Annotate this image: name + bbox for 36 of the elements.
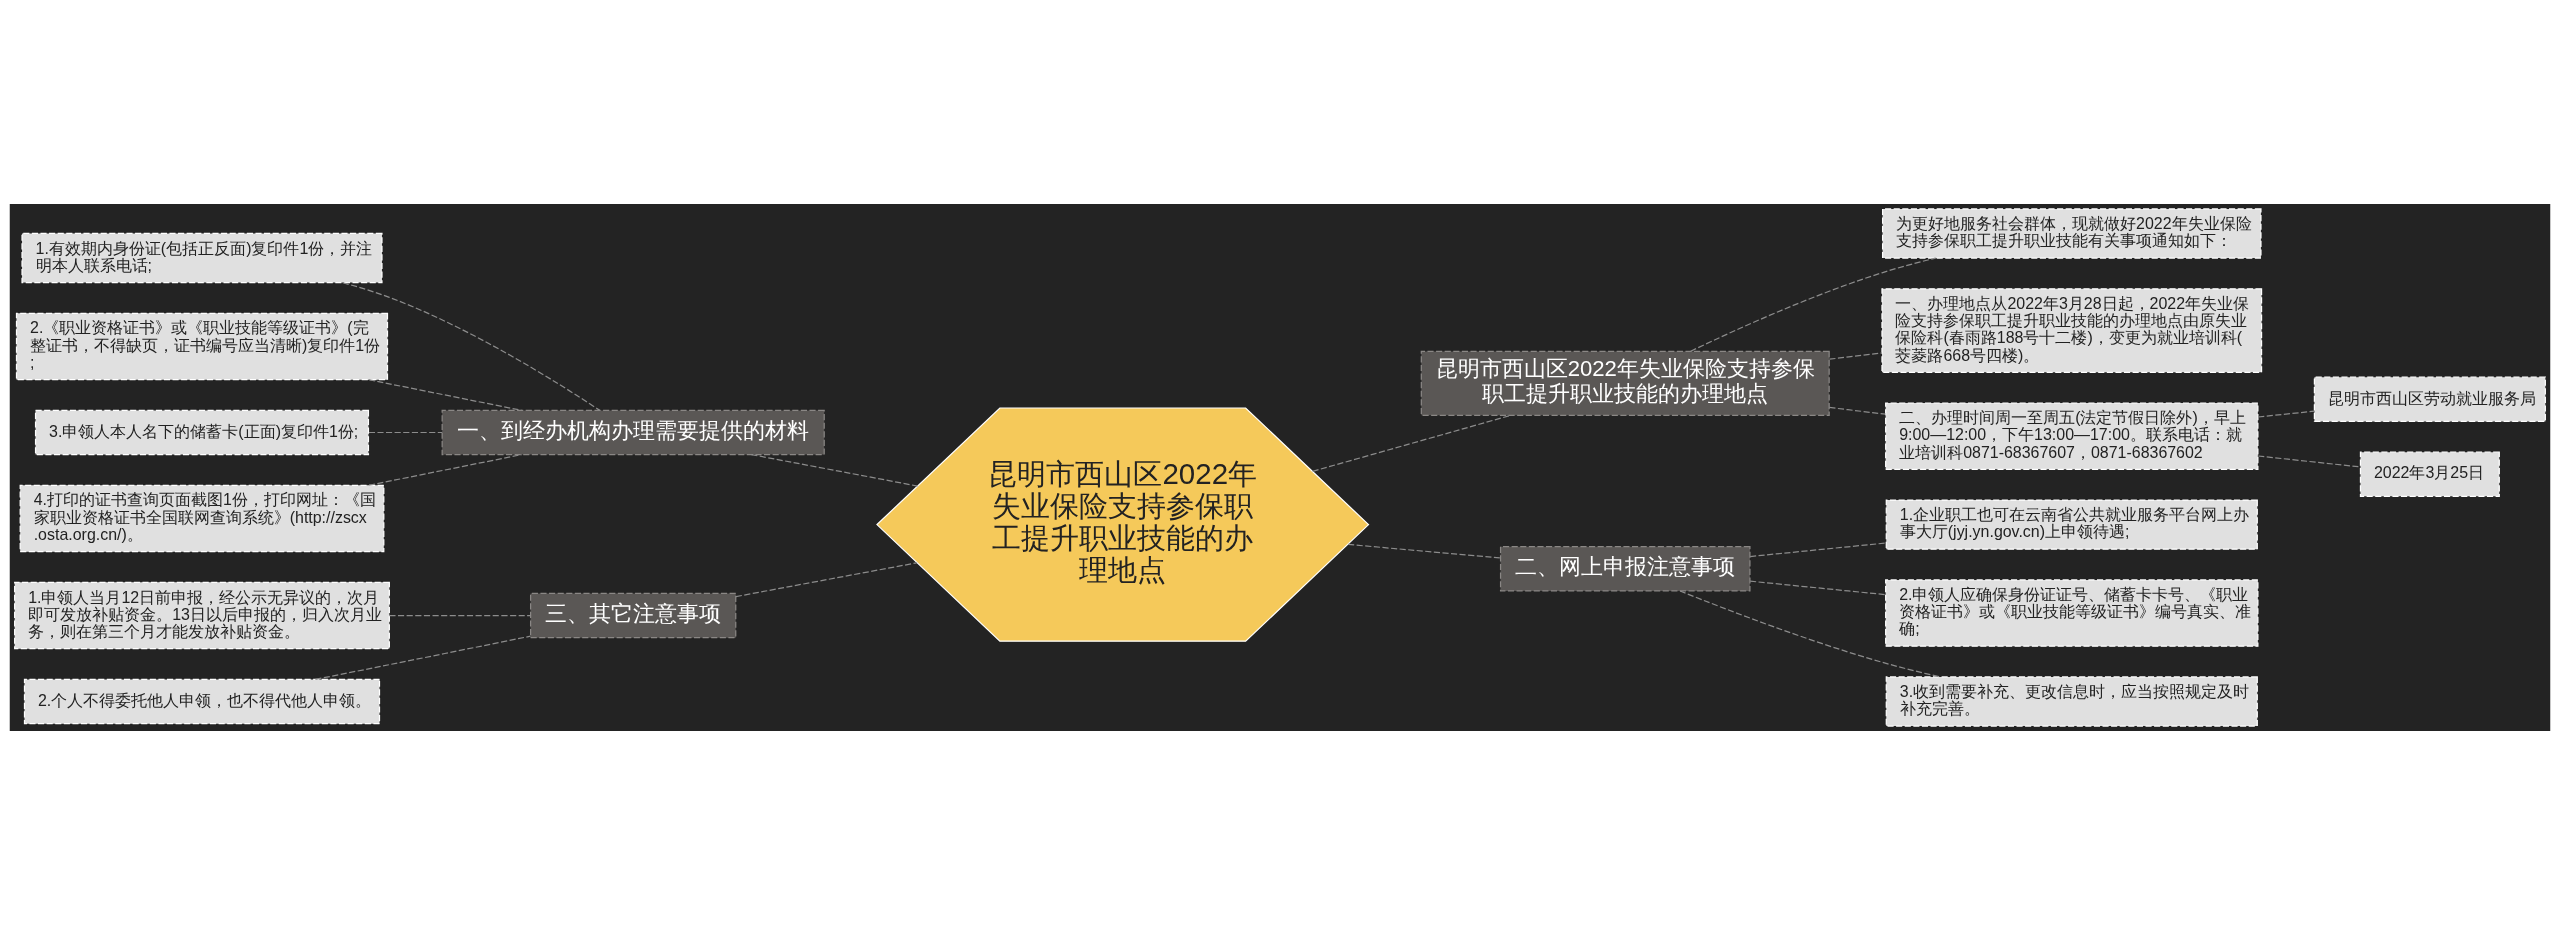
node-box: 一、到经办机构办理需要提供的材料 [441, 409, 825, 456]
node-box: 3.收到需要补充、更改信息时，应当按照规定及时补充完善。 [1885, 676, 2258, 727]
node-box: 一、办理地点从2022年3月28日起，2022年失业保险支持参保职工提升职业技能的办理地点由原失业保险科(春雨路188号十二楼)，变更为就业培训科(茭菱路668号四楼)。 [1881, 288, 2263, 373]
node-box: 1.企业职工也可在云南省公共就业服务平台网上办事大厅(jyj.yn.gov.cn)上申领待遇; [1885, 499, 2258, 550]
node-box: 4.打印的证书查询页面截图1份，打印网址：《国家职业资格证书全国联网查询系统》(http://zscx.osta.org.cn/)。 [19, 484, 385, 553]
node-box: 三、其它注意事项 [530, 592, 737, 639]
connector [1347, 543, 1501, 559]
node-box: 2.个人不得委托他人申领，也不得代他人申领。 [23, 678, 381, 725]
connector [1828, 352, 1883, 360]
node-box: 1.有效期内身份证(包括正反面)复印件1份，并注明本人联系电话; [21, 232, 383, 284]
connector [1749, 542, 1887, 558]
connector [368, 454, 523, 486]
connector [368, 379, 523, 411]
node-box: 为更好地服务社会群体，现就做好2022年失业保险支持参保职工提升职业技能有关事项通知如下： [1882, 208, 2262, 259]
connector [1690, 257, 1937, 352]
node-box: 2022年3月25日 [2359, 451, 2500, 497]
connector [2257, 410, 2315, 418]
node-box: 二、办理时间周一至周五(法定节假日除外)，早上9:00—12:00，下午13:00—17:00。联系电话：就业培训科0871-68367607，0871-68367602 [1885, 402, 2259, 470]
connector [1679, 590, 1941, 678]
connector [314, 635, 532, 680]
connector [735, 562, 918, 598]
connector [1749, 580, 1887, 596]
connector [1312, 414, 1512, 472]
connector [342, 282, 601, 411]
node-box: 2.《职业资格证书》或《职业技能等级证书》(完整证书，不得缺页，证书编号应当清晰)复印件1份; [15, 312, 389, 381]
node-box: 昆明市西山区2022年失业保险支持参保职工提升职业技能的办理地点 [1420, 350, 1830, 416]
connector [2257, 455, 2361, 468]
node-box: 1.申领人当月12日前申报，经公示无异议的，次月即可发放补贴资金。13日以后申报的，归入次月业务，则在第三个月才能发放补贴资金。 [14, 581, 390, 650]
connector [388, 614, 531, 617]
node-box: 3.申领人本人名下的储蓄卡(正面)复印件1份; [34, 409, 370, 456]
node-box: 昆明市西山区劳动就业服务局 [2313, 376, 2546, 423]
connector [1828, 406, 1887, 415]
connector [750, 454, 919, 487]
node-box: 二、网上申报注意事项 [1499, 546, 1751, 592]
node-box: 2.申领人应确保身份证证号、储蓄卡卡号、《职业资格证书》或《职业技能等级证书》编号真实、准确; [1885, 579, 2259, 647]
connector [368, 431, 443, 434]
